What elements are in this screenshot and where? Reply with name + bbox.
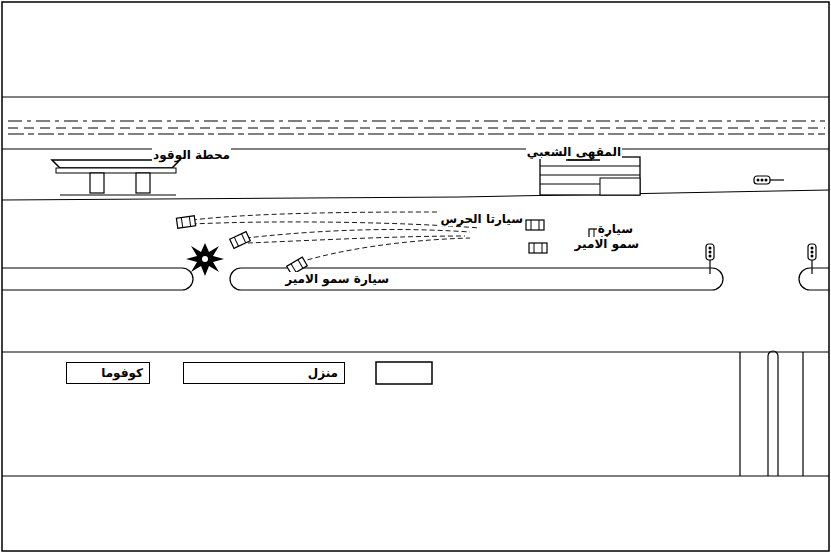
building-box bbox=[376, 362, 432, 384]
median-strip bbox=[2, 268, 193, 290]
shore-line bbox=[2, 96, 829, 97]
map-label: سيارة سمو الامير bbox=[284, 272, 390, 286]
car bbox=[176, 216, 195, 228]
car bbox=[529, 243, 547, 253]
traffic-light bbox=[706, 244, 714, 274]
side-street bbox=[739, 352, 740, 476]
street-edge bbox=[2, 475, 829, 476]
median-strip bbox=[230, 268, 723, 290]
car bbox=[230, 232, 251, 249]
crash-burst bbox=[186, 243, 224, 276]
side-median bbox=[768, 351, 778, 476]
building-name: منزل bbox=[308, 366, 338, 380]
gas-station bbox=[52, 160, 180, 195]
side-street bbox=[802, 352, 803, 476]
building-box: كوفوما bbox=[66, 362, 150, 384]
crash-burst bbox=[202, 256, 208, 262]
road-edge bbox=[2, 148, 829, 149]
map-label: سيارة bbox=[597, 222, 634, 236]
map-label: محطة الوقود bbox=[152, 148, 231, 162]
water-dash bbox=[8, 134, 825, 135]
map-label: سيارتا الحرس bbox=[439, 212, 524, 226]
traffic-light bbox=[754, 176, 784, 184]
traffic-light bbox=[808, 244, 816, 274]
building-box: منزل bbox=[183, 362, 345, 384]
car bbox=[526, 220, 544, 230]
building-name: كوفوما bbox=[101, 366, 143, 380]
median-strip bbox=[799, 268, 829, 290]
map-label: سمو الامير bbox=[574, 237, 640, 251]
car-path bbox=[192, 212, 480, 262]
street-edge bbox=[2, 351, 829, 352]
road-edge bbox=[2, 190, 829, 200]
map-label: المقهى الشعبي bbox=[526, 145, 622, 159]
water-dash bbox=[8, 121, 825, 122]
water-dash bbox=[8, 128, 825, 129]
